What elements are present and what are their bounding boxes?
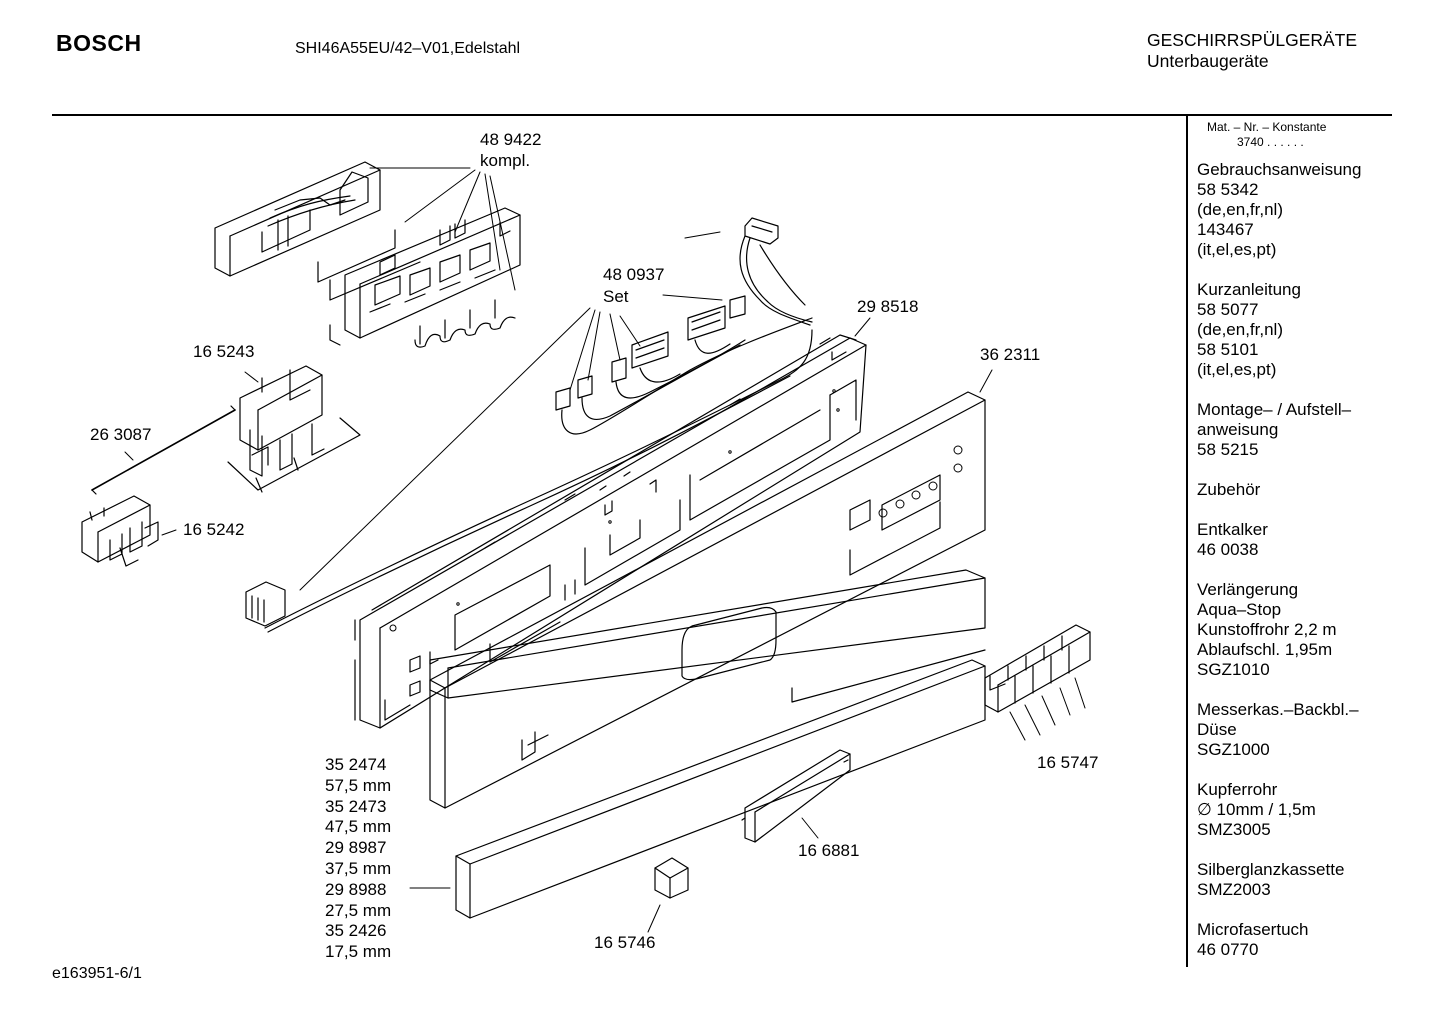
wiring-harness-part [245, 217, 813, 633]
accessory-line: Ablaufschl. 1,95m [1197, 640, 1333, 659]
accessory-line: Zubehör [1197, 480, 1261, 499]
sidebar-divider [1186, 116, 1188, 967]
accessory-line: 58 5342 [1197, 180, 1259, 199]
part-label-298518: 29 8518 [857, 297, 919, 316]
accessory-line: (it,el,es,pt) [1197, 240, 1277, 259]
drawing-id: e163951-6/1 [52, 965, 142, 982]
kick-plate-variant-line: 17,5 mm [325, 942, 392, 962]
accessory-line: (de,en,fr,nl) [1197, 320, 1283, 339]
kick-plate-variant-line: 35 2473 [325, 796, 387, 816]
brand-logo: BOSCH [56, 30, 142, 56]
front-panel-part [429, 391, 986, 809]
accessory-line: Düse [1197, 720, 1237, 739]
part-label-165746: 16 5746 [594, 933, 656, 952]
part-label-489422-sub: kompl. [480, 151, 531, 170]
accessory-line: Microfasertuch [1197, 920, 1309, 939]
inner-frame-part [354, 334, 867, 729]
exploded-view-drawing [81, 161, 1091, 933]
bracket-part [227, 365, 361, 493]
accessory-line: SMZ2003 [1197, 880, 1271, 899]
accessory-line: Kupferrohr [1197, 780, 1278, 799]
part-label-165747: 16 5747 [1037, 753, 1099, 772]
accessory-line: Kunstoffrohr 2,2 m [1197, 620, 1337, 639]
accessory-line: Messerkas.–Backbl.– [1197, 700, 1359, 719]
part-label-165242: 16 5242 [183, 520, 245, 539]
part-label-165243: 16 5243 [193, 342, 255, 361]
part-label-480937-sub: Set [603, 287, 629, 306]
kick-plate-variant-line: 35 2474 [325, 755, 387, 774]
accessory-line: Entkalker [1197, 520, 1268, 539]
accessory-line: Montage– / Aufstell– [1197, 400, 1352, 419]
kick-plate-variant-line: 29 8987 [325, 838, 387, 858]
accessory-line: 46 0038 [1197, 540, 1259, 559]
accessory-line: 58 5101 [1197, 340, 1259, 359]
kick-plate-variant-line: 27,5 mm [325, 900, 392, 920]
accessory-line: 46 0770 [1197, 940, 1259, 959]
small-strip-part [741, 749, 851, 843]
cover-strip-part [429, 569, 986, 703]
category-title: GESCHIRRSPÜLGERÄTE [1147, 30, 1358, 50]
accessory-line: anweisung [1197, 420, 1279, 439]
accessory-line: Gebrauchsanweisung [1197, 160, 1362, 179]
header-divider [52, 114, 1392, 116]
accessory-line: (de,en,fr,nl) [1197, 200, 1283, 219]
accessory-line: Aqua–Stop [1197, 600, 1282, 619]
accessory-line: 143467 [1197, 220, 1254, 239]
accessory-line: SGZ1000 [1197, 740, 1270, 759]
accessory-line: Verlängerung [1197, 580, 1299, 599]
accessory-line: SGZ1010 [1197, 660, 1270, 679]
kick-plate-part [455, 659, 986, 919]
switch-part [81, 495, 159, 567]
part-label-480937: 48 0937 [603, 265, 665, 284]
part-label-362311: 36 2311 [980, 345, 1041, 364]
knob-part [654, 857, 689, 899]
part-label-166881: 16 6881 [798, 841, 860, 860]
button-strip-part [984, 624, 1091, 713]
kick-plate-variant-line: 57,5 mm [325, 775, 392, 795]
kick-plate-variant-line: 47,5 mm [325, 817, 392, 837]
part-label-263087: 26 3087 [90, 425, 152, 444]
control-module-part [214, 161, 521, 348]
accessory-line: SMZ3005 [1197, 820, 1271, 839]
mat-header: Mat. – Nr. – Konstante [1207, 120, 1327, 134]
category-subtitle: Unterbaugeräte [1147, 51, 1269, 71]
accessory-line: (it,el,es,pt) [1197, 360, 1277, 379]
mat-value: 3740 . . . . . . [1237, 135, 1304, 149]
accessory-line: Kurzanleitung [1197, 280, 1301, 299]
accessory-line: ∅ 10mm / 1,5m [1197, 800, 1316, 819]
accessory-line: 58 5215 [1197, 440, 1259, 459]
kick-plate-variant-line: 37,5 mm [325, 858, 392, 878]
kick-plate-variant-line: 35 2426 [325, 921, 387, 941]
part-label-489422: 48 9422 [480, 130, 542, 149]
model-title: SHI46A55EU/42–V01,Edelstahl [295, 40, 521, 57]
accessory-line: Silberglanzkassette [1197, 860, 1345, 879]
accessory-group: Zubehör [1197, 480, 1361, 500]
accessory-line: 58 5077 [1197, 300, 1259, 319]
kick-plate-variant-line: 29 8988 [325, 879, 387, 899]
